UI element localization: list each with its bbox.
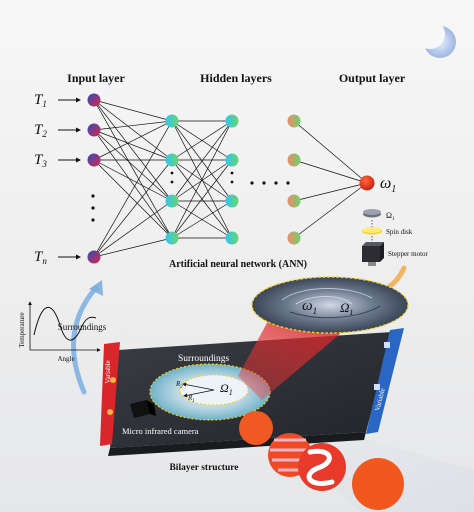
hidden3-node-4 (287, 231, 301, 245)
hidden1-node-1 (165, 114, 179, 128)
blue-feedback-arrow (71, 285, 99, 395)
input-ellipsis (91, 194, 95, 222)
connection-1-3-0 (171, 120, 233, 239)
output-label: ω1 (380, 175, 396, 195)
connection-0-1-0 (93, 120, 173, 131)
connection-1-1-0 (171, 120, 233, 161)
hidden2-node-1 (225, 114, 239, 128)
zoom-omega-big: Ω1 (340, 300, 353, 317)
hidden1-node-2 (165, 153, 179, 167)
input-node-4 (87, 250, 101, 264)
inset-temperature-plot (28, 301, 101, 352)
hidden-layers-title: Hidden layers (200, 71, 272, 85)
connection-0-3-3 (93, 237, 173, 258)
connection-0-2-2 (93, 159, 173, 202)
camera-label: Micro infrared camera (122, 426, 199, 436)
connection-0-3-2 (93, 200, 173, 258)
zoom-disk (251, 276, 409, 334)
stepper-motor-label: Stepper motor (388, 250, 429, 258)
output-node (359, 175, 375, 191)
output-layer-title: Output layer (339, 71, 406, 85)
hidden1-node-3 (165, 194, 179, 208)
connection-1-3-1 (171, 159, 233, 239)
hidden1-node-4 (165, 231, 179, 245)
connection-0-1-2 (93, 129, 173, 202)
hidden2-node-4 (225, 231, 239, 245)
infrared-camera-icon (130, 400, 156, 418)
input-label-n: Tn (34, 249, 81, 266)
moon-icon (415, 19, 456, 58)
svg-text:T2: T2 (34, 122, 47, 139)
svg-text:T1: T1 (34, 92, 47, 109)
zoom-omega-small: ω1 (302, 298, 317, 316)
inset-ylabel: Temperature (18, 312, 26, 347)
hidden3-node-3 (287, 194, 301, 208)
inset-curve-label: Surroundings (58, 322, 107, 332)
inset-xlabel: Angle (57, 355, 74, 363)
connection-0-3-1 (93, 159, 173, 258)
hidden-ellipsis-vertical (170, 171, 234, 184)
bilayer-caption: Bilayer structure (169, 463, 238, 473)
omega-label-plate: Ω1 (220, 381, 233, 397)
ann-caption: Artificial neural network (ANN) (169, 259, 307, 270)
hidden3-node-1 (287, 114, 301, 128)
connection-out-0 (293, 120, 368, 184)
r1-label: R1 (187, 394, 195, 404)
connection-0-0-0 (93, 99, 173, 122)
spin-disk-label: Spin disk (386, 228, 413, 236)
left-variable-label: Variable (104, 360, 112, 383)
connection-0-1-1 (93, 129, 173, 161)
connection-1-2-1 (171, 159, 233, 202)
input-node-3 (87, 153, 101, 167)
svg-text:Tn: Tn (34, 249, 47, 266)
input-label-1: T1 (34, 92, 81, 109)
hidden2-node-2 (225, 153, 239, 167)
network-connections (93, 99, 368, 258)
decorative-spheres (239, 411, 404, 510)
blue-arrowhead (89, 280, 103, 296)
input-layer-title: Input layer (67, 71, 125, 85)
connection-1-3-2 (171, 200, 233, 239)
spin-device-exploded (362, 209, 384, 266)
right-variable-bar (366, 328, 404, 434)
connection-0-0-2 (93, 99, 173, 202)
connection-0-0-3 (93, 99, 173, 239)
input-label-3: T3 (34, 152, 81, 169)
connection-0-2-3 (93, 159, 173, 239)
plate-surroundings-label: Surroundings (178, 354, 230, 364)
r2-label: R2 (175, 380, 183, 390)
connection-1-2-0 (171, 120, 233, 202)
connection-0-1-3 (93, 129, 173, 239)
hidden-ellipsis-horizontal (250, 181, 290, 185)
connection-0-0-1 (93, 99, 173, 161)
connection-out-3 (293, 182, 368, 239)
input-label-2: T2 (34, 122, 81, 139)
connection-out-1 (293, 159, 368, 184)
connection-out-2 (293, 182, 368, 202)
omega-label-device: Ω1 (386, 211, 395, 222)
svg-text:T3: T3 (34, 152, 47, 169)
input-node-1 (87, 93, 101, 107)
input-node-2 (87, 123, 101, 137)
hidden3-node-2 (287, 153, 301, 167)
network-nodes (87, 93, 375, 264)
left-variable-bar (100, 342, 120, 446)
connection-0-3-0 (93, 120, 173, 258)
connection-0-2-0 (93, 120, 173, 161)
hidden2-node-3 (225, 194, 239, 208)
